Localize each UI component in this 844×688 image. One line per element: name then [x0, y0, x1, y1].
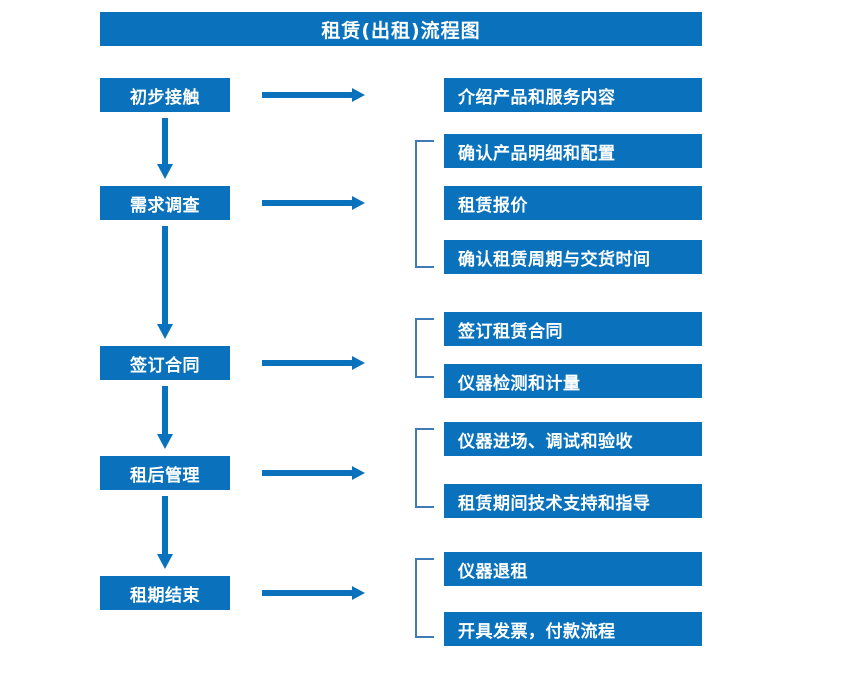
group-bracket-4 — [414, 428, 436, 508]
stage-box-4[interactable]: 租后管理 — [100, 456, 230, 490]
detail-box-4[interactable]: 确认租赁周期与交货时间 — [444, 240, 702, 274]
right-arrow-icon-2 — [262, 193, 366, 213]
stage-box-2[interactable]: 需求调查 — [100, 186, 230, 220]
detail-box-8[interactable]: 租赁期间技术支持和指导 — [444, 484, 702, 518]
stage-box-3[interactable]: 签订合同 — [100, 346, 230, 380]
detail-box-9[interactable]: 仪器退租 — [444, 552, 702, 586]
detail-box-10[interactable]: 开具发票，付款流程 — [444, 612, 702, 646]
detail-box-5[interactable]: 签订租赁合同 — [444, 312, 702, 346]
down-arrow-icon-1 — [155, 118, 175, 180]
down-arrow-icon-2 — [155, 226, 175, 340]
detail-box-2[interactable]: 确认产品明细和配置 — [444, 134, 702, 168]
stage-box-5[interactable]: 租期结束 — [100, 576, 230, 610]
detail-box-1[interactable]: 介绍产品和服务内容 — [444, 78, 702, 112]
down-arrow-icon-3 — [155, 386, 175, 450]
down-arrow-icon-4 — [155, 496, 175, 570]
group-bracket-5 — [414, 558, 436, 638]
diagram-title: 租赁(出租)流程图 — [100, 12, 702, 46]
detail-box-3[interactable]: 租赁报价 — [444, 186, 702, 220]
detail-box-6[interactable]: 仪器检测和计量 — [444, 364, 702, 398]
group-bracket-3 — [414, 318, 436, 378]
group-bracket-2 — [414, 140, 436, 268]
stage-box-1[interactable]: 初步接触 — [100, 78, 230, 112]
detail-box-7[interactable]: 仪器进场、调试和验收 — [444, 422, 702, 456]
right-arrow-icon-4 — [262, 463, 366, 483]
right-arrow-icon-5 — [262, 583, 366, 603]
right-arrow-icon-3 — [262, 353, 366, 373]
right-arrow-icon-1 — [262, 85, 366, 105]
